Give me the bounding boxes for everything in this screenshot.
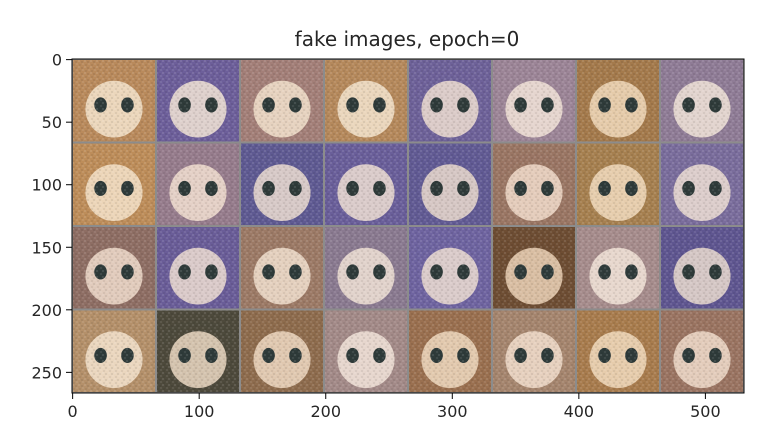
tile-border (324, 226, 408, 310)
tile-noise (240, 309, 324, 393)
tile-noise (72, 59, 156, 143)
tile-noise (660, 226, 744, 310)
tile-noise (576, 309, 660, 393)
generated-face-tile (660, 309, 744, 393)
tile-noise (408, 226, 492, 310)
tile-noise (324, 59, 408, 143)
y-tick-label: 50 (42, 113, 62, 132)
generated-face-tile (492, 226, 576, 310)
tile-noise (408, 309, 492, 393)
x-axis: 0 100 200 300 400 500 (68, 393, 721, 421)
tile-border (408, 142, 492, 226)
generated-face-tile (408, 226, 492, 310)
generated-face-tile (240, 226, 324, 310)
plot-title: fake images, epoch=0 (295, 27, 520, 51)
y-tick-label: 250 (31, 363, 62, 382)
tile-noise (492, 226, 576, 310)
x-tick-label: 300 (437, 402, 468, 421)
generated-face-tile (492, 142, 576, 226)
tile-border (324, 142, 408, 226)
tile-noise (240, 226, 324, 310)
tile-noise (660, 142, 744, 226)
tile-border (492, 142, 576, 226)
generated-face-tile (492, 309, 576, 393)
tile-noise (324, 142, 408, 226)
y-tick-label: 0 (52, 51, 62, 70)
x-tick-label: 100 (184, 402, 215, 421)
generated-face-tile (72, 309, 156, 393)
generated-face-tile (408, 142, 492, 226)
y-axis: 0 50 100 150 200 250 (31, 51, 72, 382)
tile-noise (156, 309, 240, 393)
generated-face-tile (156, 226, 240, 310)
tile-noise (576, 142, 660, 226)
generated-face-tile (156, 142, 240, 226)
tile-border (156, 226, 240, 310)
axes-frame (71, 58, 745, 394)
tile-noise (156, 142, 240, 226)
generated-face-tile (324, 142, 408, 226)
generated-face-tile (576, 59, 660, 143)
generated-face-tile (576, 309, 660, 393)
generated-face-tile (324, 59, 408, 143)
generated-face-tile (72, 142, 156, 226)
generated-face-tile (408, 309, 492, 393)
image-grid (72, 59, 744, 393)
generated-face-tile (660, 142, 744, 226)
tile-noise (156, 59, 240, 143)
tile-border (492, 226, 576, 310)
generated-face-tile (240, 59, 324, 143)
tile-noise (72, 142, 156, 226)
generated-face-tile (72, 59, 156, 143)
tile-noise (72, 226, 156, 310)
x-tick-label: 500 (690, 402, 721, 421)
tile-noise (240, 142, 324, 226)
tile-noise (492, 142, 576, 226)
y-tick-label: 100 (31, 176, 62, 195)
generated-face-tile (240, 309, 324, 393)
tile-noise (72, 309, 156, 393)
generated-face-tile (324, 226, 408, 310)
x-tick-label: 400 (564, 402, 595, 421)
tile-noise (156, 226, 240, 310)
tile-border (240, 226, 324, 310)
tile-noise (576, 226, 660, 310)
tile-border (576, 226, 660, 310)
tile-noise (324, 226, 408, 310)
y-tick-label: 200 (31, 301, 62, 320)
generated-face-tile (324, 309, 408, 393)
tile-border (156, 142, 240, 226)
tile-noise (408, 59, 492, 143)
generated-face-tile (660, 59, 744, 143)
tile-noise (660, 59, 744, 143)
generated-face-tile (240, 142, 324, 226)
generated-face-tile (72, 226, 156, 310)
generated-face-tile (576, 226, 660, 310)
tile-border (576, 142, 660, 226)
tile-noise (408, 142, 492, 226)
tile-border (240, 142, 324, 226)
generated-face-tile (156, 309, 240, 393)
tile-noise (576, 59, 660, 143)
generated-face-tile (408, 59, 492, 143)
tile-noise (660, 309, 744, 393)
tile-noise (240, 59, 324, 143)
generated-face-tile (660, 226, 744, 310)
tile-noise (324, 309, 408, 393)
y-tick-label: 150 (31, 238, 62, 257)
tile-noise (492, 59, 576, 143)
generated-face-tile (156, 59, 240, 143)
x-tick-label: 200 (310, 402, 341, 421)
x-tick-label: 0 (68, 402, 78, 421)
generated-face-tile (492, 59, 576, 143)
generated-face-tile (576, 142, 660, 226)
tile-noise (492, 309, 576, 393)
tile-border (408, 226, 492, 310)
